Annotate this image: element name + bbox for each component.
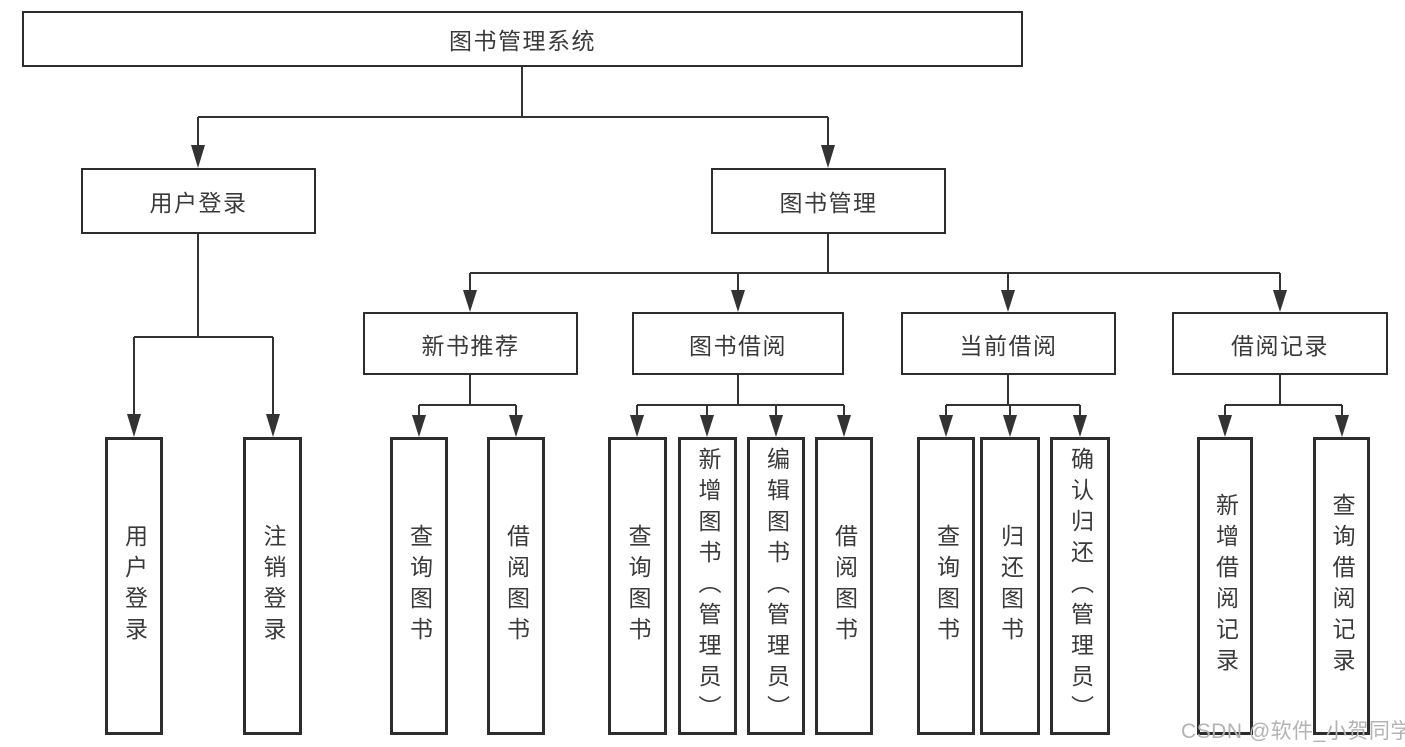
node-current-borrowing: 当前借阅	[901, 312, 1116, 375]
node-borrow-books-recommend: 借阅图书	[487, 437, 545, 735]
node-query-books-borrowing: 查询图书	[608, 437, 667, 735]
node-user-login-leaf: 用户登录	[105, 437, 163, 735]
node-book-borrowing: 图书借阅	[632, 312, 844, 375]
node-add-books-admin: 新增图书（管理员）	[678, 437, 737, 735]
wire-book-borrowing	[630, 375, 851, 437]
node-return-books: 归还图书	[980, 437, 1040, 735]
node-borrow-books-borrowing: 借阅图书	[815, 437, 873, 735]
wire-current-borrowing	[939, 375, 1087, 437]
csdn-watermark: CSDN @软件_小贺同学	[1181, 720, 1405, 743]
node-book-management: 图书管理	[711, 168, 946, 234]
node-add-borrow-record: 新增借阅记录	[1197, 437, 1253, 735]
node-query-borrow-record: 查询借阅记录	[1313, 437, 1370, 735]
node-new-book-recommend: 新书推荐	[363, 312, 578, 375]
wire-borrowing-records	[1218, 375, 1349, 437]
node-library-system: 图书管理系统	[22, 11, 1023, 67]
node-edit-books-admin: 编辑图书（管理员）	[747, 437, 805, 735]
node-logout: 注销登录	[243, 437, 302, 735]
wire-user-login	[127, 234, 280, 437]
wire-root	[191, 67, 835, 168]
node-confirm-return-admin: 确认归还（管理员）	[1050, 437, 1110, 735]
node-borrowing-records: 借阅记录	[1172, 312, 1388, 375]
node-query-books-recommend: 查询图书	[390, 437, 448, 735]
wire-book-management	[463, 234, 1287, 312]
node-query-books-current: 查询图书	[917, 437, 975, 735]
wire-new-book-recommend	[412, 375, 523, 437]
node-user-login: 用户登录	[81, 168, 316, 234]
